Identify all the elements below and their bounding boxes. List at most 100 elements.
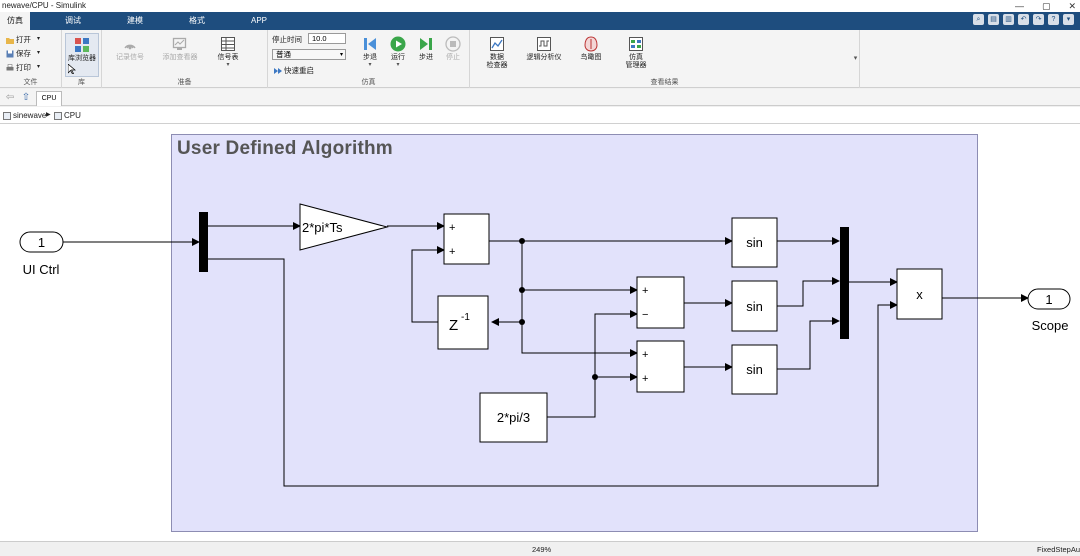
log-signals-icon [124, 44, 136, 50]
tab-app[interactable]: APP [250, 16, 267, 25]
constant-block[interactable]: 2*pi/3 [479, 392, 548, 443]
fast-restart-toggle[interactable]: 快速重启 [274, 65, 314, 76]
ribbon-group-review: 数据 检查器 逻辑分析仪 鸟瞰图 仿真 管理器 查看结果 [470, 30, 860, 88]
simulation-mode-select[interactable]: 普通 ▾ [272, 49, 346, 60]
sim-manager-button[interactable]: 仿真 管理器 [620, 36, 652, 70]
minimize-button[interactable]: — [1014, 1, 1024, 11]
signal-table-icon [221, 37, 235, 51]
breadcrumb-separator-icon: ▶ [46, 112, 51, 118]
unit-delay-block[interactable]: Z -1 [437, 295, 489, 350]
step-forward-button[interactable]: 步进 [412, 36, 440, 62]
solver-status[interactable]: FixedStepAu [1037, 545, 1080, 554]
signal-line[interactable] [547, 310, 638, 418]
sum-sign: − [642, 309, 648, 321]
stop-time-input[interactable]: 10.0 [308, 33, 346, 44]
tab-debug[interactable]: 调试 [65, 16, 81, 25]
search-icon[interactable]: ⌕ [973, 14, 984, 25]
ribbon-group-file: 打开 ▾ 保存 ▾ 打印 ▾ 文件 [0, 30, 62, 88]
stop-button[interactable]: 停止 [440, 36, 466, 62]
signal-table-button[interactable]: 信号表 ▾ [210, 36, 246, 68]
window-controls: — ▢ ✕ [1015, 0, 1076, 12]
mux-block[interactable] [840, 227, 849, 339]
sin-label: sin [746, 362, 763, 377]
gain-block[interactable]: 2*pi*Ts [299, 203, 389, 251]
ribbon-group-simulation: 停止时间 10.0 普通 ▾ 快速重启 步退 ▾ 运行 ▾ 步 [268, 30, 470, 88]
sum-sign: + [449, 246, 455, 258]
delay-label: Z [449, 317, 458, 334]
inport-number: 1 [38, 235, 45, 250]
breadcrumb-root[interactable]: sinewave [3, 110, 46, 121]
back-arrow-icon[interactable]: ⇦ [5, 92, 15, 103]
data-inspector-icon [490, 37, 504, 51]
delay-exponent: -1 [461, 312, 470, 323]
sin-block-1[interactable]: sin [731, 217, 778, 268]
group-label-prepare: 准备 [177, 79, 192, 86]
constant-label: 2*pi/3 [497, 410, 530, 425]
product-block[interactable]: x [896, 268, 943, 320]
toolbar-icon-2[interactable]: ▥ [1003, 14, 1014, 25]
signal-line[interactable] [777, 277, 840, 307]
close-button[interactable]: ✕ [1068, 1, 1076, 11]
branch-point [519, 287, 525, 293]
logic-analyzer-button[interactable]: 逻辑分析仪 [520, 36, 568, 62]
data-inspector-button[interactable]: 数据 检查器 [482, 36, 512, 70]
signal-line[interactable] [208, 258, 898, 487]
chevron-down-icon: ▾ [37, 36, 41, 42]
open-button[interactable]: 打开 ▾ [6, 34, 40, 45]
signal-line[interactable] [411, 246, 445, 323]
up-arrow-icon[interactable]: ⇧ [21, 92, 31, 103]
signal-line[interactable] [777, 317, 840, 370]
tab-simulation[interactable]: 仿真 [0, 12, 30, 30]
tab-format[interactable]: 格式 [189, 16, 205, 25]
sum-sign: + [449, 222, 455, 234]
sin-label: sin [746, 299, 763, 314]
sum-block-top[interactable]: + + [443, 213, 490, 265]
add-viewer-button[interactable]: 添加查看器 [158, 36, 202, 62]
window-title: newave/CPU - Simulink [2, 1, 87, 10]
breadcrumb-current[interactable]: CPU [54, 110, 81, 121]
sin-block-3[interactable]: sin [731, 344, 778, 395]
model-canvas[interactable]: User Defined Algorithm [0, 124, 1080, 541]
add-viewer-icon [172, 37, 187, 50]
zoom-level: 249% [532, 545, 552, 554]
signal-line[interactable] [521, 241, 638, 357]
fast-restart-icon [274, 67, 282, 74]
quick-access-toolbar: ⌕ ▤ ▥ ↶ ↷ ? ▾ [973, 14, 1074, 25]
help-icon[interactable]: ? [1048, 14, 1059, 25]
maximize-button[interactable]: ▢ [1041, 1, 1051, 11]
chevron-down-icon: ▾ [339, 52, 343, 58]
outport-number: 1 [1045, 292, 1052, 307]
folder-icon [6, 37, 14, 44]
step-back-icon [364, 38, 376, 50]
expand-icon[interactable]: ▾ [1063, 14, 1074, 25]
save-button[interactable]: 保存 ▾ [6, 48, 40, 59]
step-back-button[interactable]: 步退 ▾ [356, 36, 384, 68]
inport-block[interactable]: 1 UI Ctrl [19, 231, 64, 277]
subsystem-title: User Defined Algorithm [177, 138, 393, 159]
product-label: x [916, 287, 923, 302]
birds-eye-button[interactable]: 鸟瞰图 [576, 36, 606, 62]
ribbon-tab-bar: 仿真 调试 建模 格式 APP ⌕ ▤ ▥ ↶ ↷ ? ▾ [0, 12, 1080, 30]
inport-label: UI Ctrl [23, 262, 60, 277]
sum-block-bottom[interactable]: + + [636, 340, 685, 393]
sum-block-middle[interactable]: + − [636, 276, 685, 329]
chevron-down-icon: ▾ [368, 62, 372, 68]
sin-block-2[interactable]: sin [731, 280, 778, 332]
sim-manager-icon [629, 37, 643, 51]
stop-time-label: 停止时间 [272, 35, 302, 44]
toolbar-icon-1[interactable]: ▤ [988, 14, 999, 25]
tab-modeling[interactable]: 建模 [127, 16, 143, 25]
print-button[interactable]: 打印 ▾ [6, 62, 40, 73]
group-label-file: 文件 [23, 79, 38, 86]
toolbar-icon-3[interactable]: ↶ [1018, 14, 1029, 25]
outport-block[interactable]: 1 Scope [1027, 288, 1071, 333]
log-signals-button[interactable]: 记录信号 [112, 36, 148, 62]
sum-sign: + [642, 285, 648, 297]
ribbon-expand-icon[interactable]: ▾ [853, 55, 858, 62]
run-button[interactable]: 运行 ▾ [384, 36, 412, 68]
toolbar-icon-4[interactable]: ↷ [1033, 14, 1044, 25]
model-tab-cpu[interactable]: CPU [36, 91, 62, 106]
chevron-down-icon: ▾ [396, 62, 400, 68]
demux-block[interactable] [199, 212, 208, 272]
